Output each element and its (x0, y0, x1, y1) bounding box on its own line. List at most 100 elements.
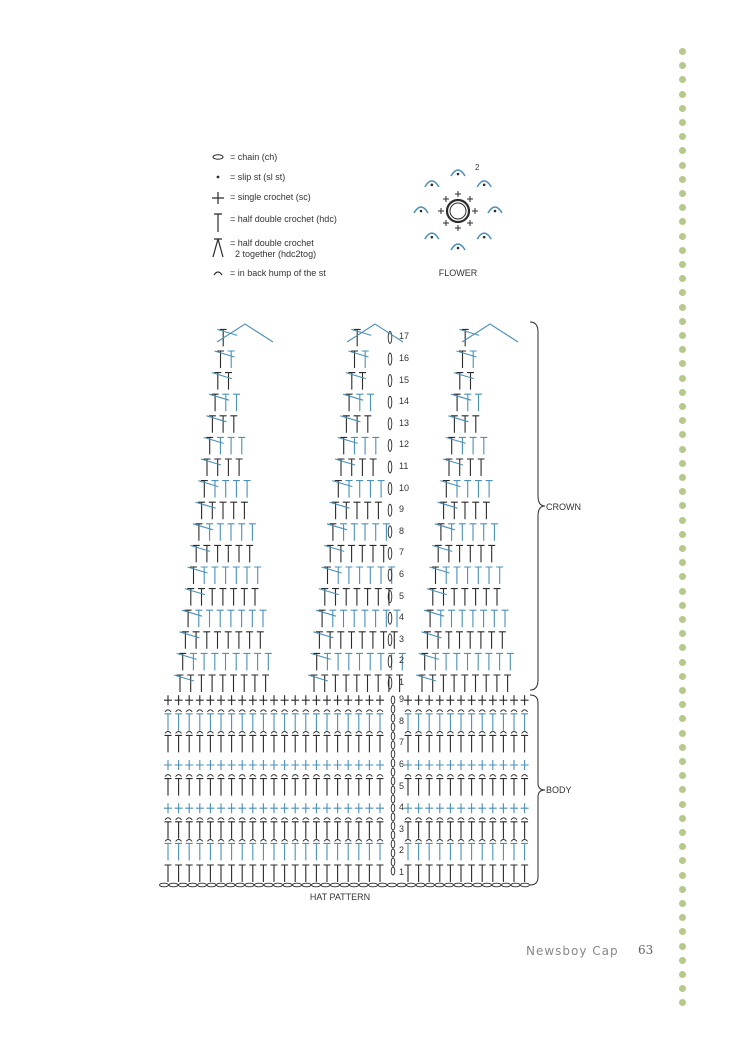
hdc-stitch (302, 842, 310, 861)
legend-hdc-text: = half double crochet (hdc) (230, 214, 337, 224)
back-hump (489, 774, 497, 777)
crown-peak (461, 323, 519, 343)
crown-hdc (421, 652, 429, 671)
crown-hdc (216, 609, 224, 628)
back-hump (302, 774, 310, 777)
border-dot (679, 971, 686, 978)
hdc-stitch (510, 864, 518, 882)
border-dot (679, 687, 686, 694)
chain-stitch (168, 882, 179, 888)
crown-hdc (321, 588, 329, 606)
crown-hdc (437, 609, 445, 628)
back-hump (281, 838, 288, 842)
back-hump (164, 774, 172, 777)
back-hump (468, 730, 475, 734)
crown-hdc (206, 436, 214, 455)
crown-hdc (482, 588, 490, 606)
hdc-stitch (489, 864, 497, 882)
sc-stitch (301, 803, 310, 814)
hdc-stitch (446, 778, 454, 796)
crown-hdc (504, 674, 512, 692)
border-dot (679, 332, 686, 339)
back-hump (228, 838, 235, 842)
border-dot (679, 701, 686, 709)
back-hump (281, 730, 288, 734)
sc-stitch (164, 695, 172, 706)
crown-hdc (340, 609, 347, 628)
crown-row-number: 14 (399, 396, 410, 407)
back-hump (436, 709, 444, 713)
back-hump (478, 730, 486, 734)
body-row-number: 9 (399, 694, 405, 705)
hdc-stitch (404, 864, 412, 882)
hdc-stitch (510, 842, 518, 861)
flower-label: FLOWER (438, 268, 478, 278)
back-hump (291, 817, 299, 821)
hdc-stitch (510, 778, 518, 796)
crown-hdc (227, 350, 235, 368)
hdc2tog-stitch (179, 631, 200, 639)
back-hump (313, 774, 320, 777)
sc-stitch (238, 760, 247, 770)
crown-hdc (350, 523, 358, 541)
border-dot (679, 900, 686, 907)
hdc-stitch (457, 864, 465, 882)
seam-chain (387, 417, 393, 431)
crown-row-number: 12 (399, 439, 410, 450)
hdc-stitch (478, 864, 486, 882)
hdc-stitch (281, 734, 289, 753)
crown-hdc (224, 631, 232, 649)
hdc-stitch (499, 734, 507, 753)
back-hump (457, 817, 465, 821)
crown-hdc (353, 674, 361, 692)
back-hump (478, 774, 486, 777)
border-dot (679, 843, 686, 851)
body-seam-chain (390, 857, 396, 867)
hdc-stitch (312, 821, 320, 839)
hdc-stitch (249, 713, 257, 731)
crown-hdc (356, 480, 364, 498)
crown-hdc (377, 652, 385, 671)
crown-hdc (332, 588, 339, 606)
sc-stitch (404, 760, 412, 770)
back-hump (436, 730, 444, 734)
hdc-stitch (457, 778, 465, 796)
crown-hdc (364, 501, 372, 520)
hdc-stitch (436, 864, 444, 882)
sc-stitch (248, 695, 257, 706)
seam-chain (387, 503, 393, 517)
crown-hdc (369, 631, 377, 649)
border-dot (679, 190, 686, 197)
crown-hdc (179, 652, 187, 671)
hdc-stitch (365, 713, 373, 731)
crown-hdc (372, 523, 380, 541)
hdc-stitch (499, 713, 507, 731)
crown-hdc (493, 588, 501, 606)
border-dot (679, 601, 686, 609)
seam-chain (387, 460, 393, 474)
hdc-stitch (334, 821, 342, 839)
hdc2tog-stitch (181, 609, 203, 617)
hdc-stitch (249, 864, 257, 882)
crown-hdc (390, 631, 398, 649)
back-hump (323, 730, 331, 734)
back-hump (500, 774, 507, 777)
hdc-stitch (355, 821, 363, 839)
crown-hdc (240, 674, 248, 692)
body-seam-chain (390, 704, 396, 714)
crown-hdc (374, 501, 382, 520)
legend-single-crochet-text: = single crochet (sc) (230, 192, 311, 202)
back-hump (366, 709, 373, 713)
border-dot (679, 317, 686, 325)
petal-arc (413, 206, 429, 214)
hat-pattern-chart (159, 321, 546, 888)
hdc-stitch (302, 821, 310, 839)
sc-stitch (174, 695, 183, 706)
back-hump (270, 774, 278, 777)
back-hump (313, 838, 320, 842)
seam-chain (387, 374, 393, 388)
legend-back-hump: = in back hump of the st (210, 266, 410, 286)
hdc-stitch (436, 842, 444, 861)
sc-stitch (354, 760, 363, 770)
crown-hdc (331, 674, 339, 692)
